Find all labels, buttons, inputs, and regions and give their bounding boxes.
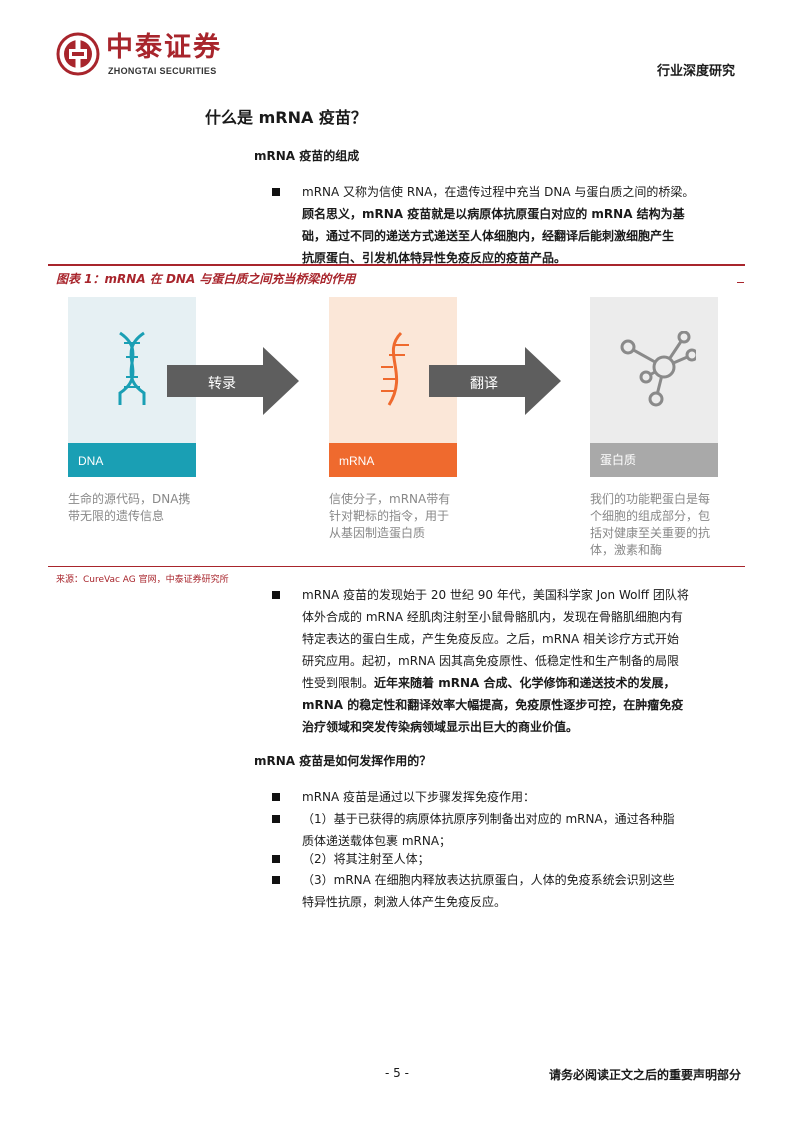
figure-bottom-rule xyxy=(48,566,745,567)
desc-line: 生命的源代码，DNA携 xyxy=(68,492,191,506)
para-line: mRNA 又称为信使 RNA，在遗传过程中充当 DNA 与蛋白质之间的桥梁。 xyxy=(302,185,695,199)
para-line: 研究应用。起初，mRNA 因其高免疫原性、低稳定性和生产制备的局限 xyxy=(302,654,680,668)
card-band: DNA xyxy=(68,443,196,477)
para-line: 特定表达的蛋白生成，产生免疫反应。之后，mRNA 相关诊疗方式开始 xyxy=(302,632,680,646)
step-3: （3）mRNA 在细胞内释放表达抗原蛋白，人体的免疫系统会识别这些 特异性抗原，… xyxy=(272,869,740,913)
bullet-paragraph-history: mRNA 疫苗的发现始于 20 世纪 90 年代，美国科学家 Jon Wolff… xyxy=(272,584,740,738)
step-line: mRNA 疫苗是通过以下步骤发挥免疫作用： xyxy=(302,790,536,804)
report-type: 行业深度研究 xyxy=(656,64,735,79)
card-desc-dna: 生命的源代码，DNA携 带无限的遗传信息 xyxy=(68,491,208,525)
card-protein: 蛋白质 xyxy=(590,297,718,477)
arrow-label-transcription: 转录 xyxy=(208,376,236,392)
para-line: 础，通过不同的递送方式递送至人体细胞内，经翻译后能刺激细胞产生 xyxy=(302,229,675,243)
para-line: 性受到限制。近年来随着 mRNA 合成、化学修饰和递送技术的发展， xyxy=(302,672,740,694)
desc-line: 体，激素和酶 xyxy=(590,543,663,557)
brand-name-en: ZHONGTAI SECURITIES xyxy=(108,66,217,76)
bullet-square-icon xyxy=(272,855,280,863)
subhead-composition: mRNA 疫苗的组成 xyxy=(254,149,360,163)
card-desc-protein: 我们的功能靶蛋白是每 个细胞的组成部分，包 括对健康至关重要的抗 体，激素和酶 xyxy=(590,491,730,559)
figure-source: 来源：CureVac AG 官网，中泰证券研究所 xyxy=(56,575,229,585)
card-label-protein: 蛋白质 xyxy=(600,453,637,467)
card-mrna: mRNA xyxy=(329,297,457,477)
figure-caption: 图表 1：mRNA 在 DNA 与蛋白质之间充当桥梁的作用 xyxy=(56,272,356,286)
bullet-square-icon xyxy=(272,815,280,823)
desc-line: 信使分子，mRNA带有 xyxy=(329,492,451,506)
step-line: （3）mRNA 在细胞内释放表达抗原蛋白，人体的免疫系统会识别这些 xyxy=(302,873,675,887)
mrna-strand-icon xyxy=(375,329,415,413)
step-intro: mRNA 疫苗是通过以下步骤发挥免疫作用： xyxy=(272,786,740,808)
para-line: 抗原蛋白、引发机体特异性免疫反应的疫苗产品。 xyxy=(302,251,567,265)
section-title: 什么是 mRNA 疫苗？ xyxy=(205,108,367,127)
para-line-bold: 近年来随着 mRNA 合成、化学修饰和递送技术的发展， xyxy=(374,676,676,690)
brand-name-cn: 中泰证券 xyxy=(106,32,222,63)
desc-line: 括对健康至关重要的抗 xyxy=(590,526,711,540)
bullet-square-icon xyxy=(272,876,280,884)
para-line: 顾名思义，mRNA 疫苗就是以病原体抗原蛋白对应的 mRNA 结构为基 xyxy=(302,207,685,221)
para-line: mRNA 的稳定性和翻译效率大幅提高，免疫原性逐步可控，在肿瘤免疫 xyxy=(302,698,684,712)
dna-helix-icon xyxy=(112,329,152,413)
arrow-label-translation: 翻译 xyxy=(470,376,498,392)
card-label-dna: DNA xyxy=(78,454,104,468)
para-line: 治疗领域和突发传染病领域显示出巨大的商业价值。 xyxy=(302,720,579,734)
desc-line: 针对靶标的指令，用于 xyxy=(329,509,450,523)
arrow-transcription xyxy=(167,347,299,415)
step-2: （2）将其注射至人体； xyxy=(272,848,740,870)
figure-rule-tick xyxy=(737,282,744,283)
protein-molecule-icon xyxy=(616,330,699,415)
card-band: mRNA xyxy=(329,443,457,477)
card-label-mrna: mRNA xyxy=(339,454,375,468)
para-line-plain: 性受到限制。 xyxy=(302,676,375,690)
disclaimer-note: 请务必阅读正文之后的重要声明部分 xyxy=(548,1068,741,1082)
desc-line: 我们的功能靶蛋白是每 xyxy=(590,492,711,506)
bullet-square-icon xyxy=(272,188,280,196)
step-line: 质体递送载体包裹 mRNA； xyxy=(302,834,452,848)
step-line: （2）将其注射至人体； xyxy=(302,852,430,866)
desc-line: 从基因制造蛋白质 xyxy=(329,526,426,540)
desc-line: 带无限的遗传信息 xyxy=(68,509,165,523)
brand-logo-icon xyxy=(56,32,100,76)
card-band: 蛋白质 xyxy=(590,443,718,477)
subhead-mechanism: mRNA 疫苗是如何发挥作用的？ xyxy=(254,754,432,768)
step-line: （1）基于已获得的病原体抗原序列制备出对应的 mRNA，通过各种脂 xyxy=(302,812,675,826)
figure-top-rule xyxy=(48,264,745,266)
bullet-square-icon xyxy=(272,591,280,599)
step-line: 特异性抗原，刺激人体产生免疫反应。 xyxy=(302,895,507,909)
step-1: （1）基于已获得的病原体抗原序列制备出对应的 mRNA，通过各种脂 质体递送载体… xyxy=(272,808,740,852)
arrow-translation xyxy=(429,347,561,415)
desc-line: 个细胞的组成部分，包 xyxy=(590,509,711,523)
para-line: 体外合成的 mRNA 经肌肉注射至小鼠骨骼肌内，发现在骨骼肌细胞内有 xyxy=(302,610,683,624)
page-number: - 5 - xyxy=(385,1066,409,1080)
para-line: mRNA 疫苗的发现始于 20 世纪 90 年代，美国科学家 Jon Wolff… xyxy=(302,588,689,602)
card-desc-mrna: 信使分子，mRNA带有 针对靶标的指令，用于 从基因制造蛋白质 xyxy=(329,491,469,542)
bullet-square-icon xyxy=(272,793,280,801)
bullet-paragraph-definition: mRNA 又称为信使 RNA，在遗传过程中充当 DNA 与蛋白质之间的桥梁。 顾… xyxy=(272,181,740,269)
